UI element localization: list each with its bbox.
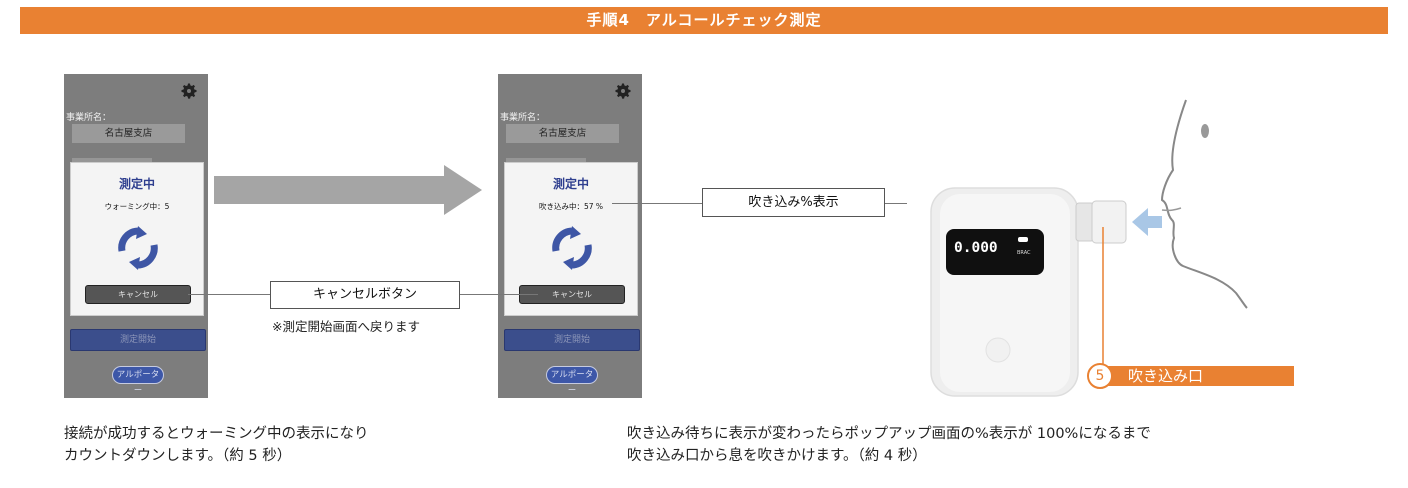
gear-icon[interactable]	[613, 81, 633, 101]
alporter-logo: アルポーター	[112, 366, 164, 396]
device-reading: 0.000	[954, 240, 998, 256]
phone-screen-warming: 事業所名： 名古屋支店 測定中 ウォーミング中：5 キャンセル 測定開始 アルポ…	[64, 74, 208, 398]
popup-title: 測定中	[552, 177, 589, 191]
caption-left-line2: カウントダウンします。（約 5 秒）	[64, 448, 292, 464]
step-number-badge: 5	[1087, 363, 1113, 389]
office-name-field: 名古屋支店	[72, 124, 185, 143]
section-header: 手順4 アルコールチェック測定	[20, 7, 1388, 34]
caption-right-line2: 吹き込み口から息を吹きかけます。（約 4 秒）	[627, 448, 927, 464]
mouthpiece-label: 吹き込み口	[1128, 367, 1204, 385]
mouthpiece-label-bar	[1100, 366, 1294, 386]
refresh-icon	[118, 226, 158, 270]
office-label: 事業所名：	[500, 113, 546, 123]
office-name-field: 名古屋支店	[506, 124, 619, 143]
callout-line-percent-left	[612, 203, 702, 204]
cancel-button-callout: キャンセルボタン	[270, 281, 460, 309]
phone-screen-blowing: 事業所名： 名古屋支店 測定中 吹き込み中：57 % キャンセル 測定開始 アル…	[498, 74, 642, 398]
hidden-label	[506, 158, 586, 164]
start-measure-button[interactable]: 測定開始	[504, 329, 640, 351]
caption-left: 接続が成功するとウォーミング中の表示になり カウントダウンします。（約 5 秒）	[64, 423, 369, 467]
arrow-right-icon	[214, 165, 482, 215]
callout-line-left	[188, 294, 270, 295]
alporter-logo: アルポーター	[546, 366, 598, 396]
caption-left-line1: 接続が成功するとウォーミング中の表示になり	[64, 426, 369, 442]
device-unit: BRAC	[1017, 250, 1031, 256]
breathalyzer-illustration	[930, 99, 1248, 397]
measuring-popup: 測定中 ウォーミング中：5 キャンセル	[70, 162, 204, 316]
cancel-button[interactable]: キャンセル	[85, 285, 191, 304]
blow-percent-callout: 吹き込み%表示	[702, 188, 885, 217]
callout-line-percent-right	[883, 203, 907, 204]
measuring-popup: 測定中 吹き込み中：57 % キャンセル	[504, 162, 638, 316]
refresh-icon	[552, 226, 592, 270]
hidden-label	[72, 158, 152, 164]
battery-icon	[1018, 237, 1028, 242]
caption-right-line1: 吹き込み待ちに表示が変わったらポップアップ画面の%表示が 100%になるまで	[627, 426, 1151, 442]
caption-right: 吹き込み待ちに表示が変わったらポップアップ画面の%表示が 100%になるまで 吹…	[627, 423, 1151, 467]
blow-percent-status: 吹き込み中：57 %	[538, 202, 604, 211]
cancel-note: ※測定開始画面へ戻ります	[272, 319, 420, 334]
start-measure-button[interactable]: 測定開始	[70, 329, 206, 351]
office-label: 事業所名：	[66, 113, 112, 123]
gear-icon[interactable]	[179, 81, 199, 101]
callout-line-right	[458, 294, 538, 295]
popup-title: 測定中	[118, 177, 155, 191]
warming-countdown: ウォーミング中：5	[104, 202, 170, 211]
